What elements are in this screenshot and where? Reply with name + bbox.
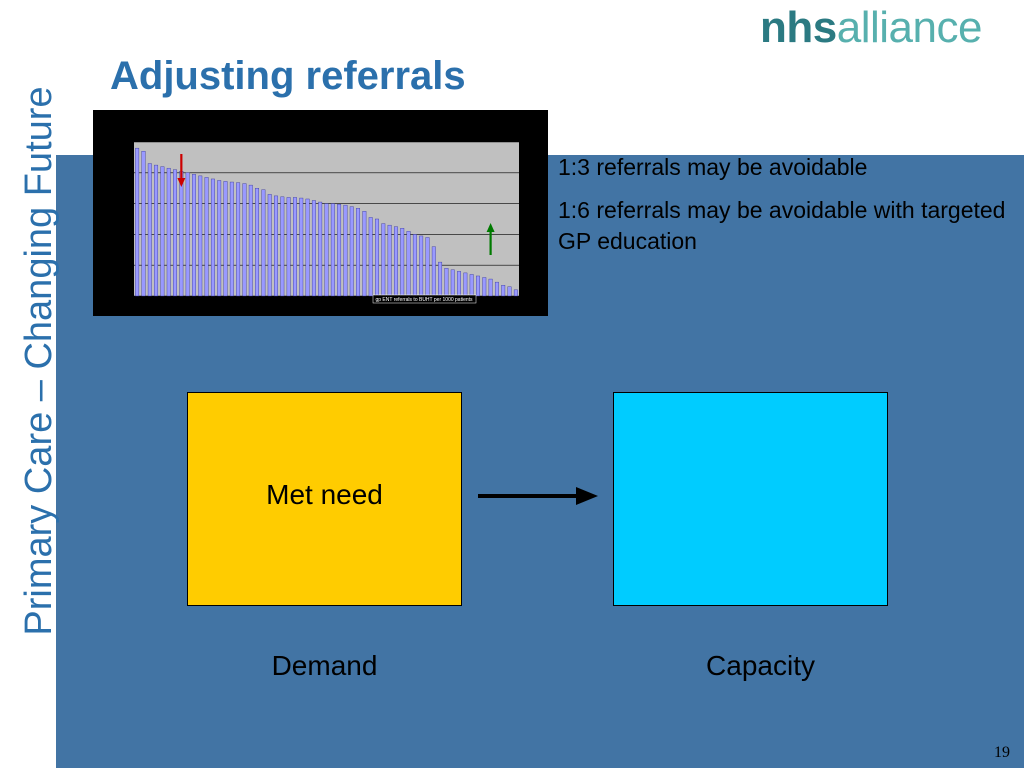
chart-bar	[400, 228, 405, 297]
chart-bar	[173, 169, 177, 297]
chart-bar	[236, 182, 241, 297]
chart-bar	[192, 174, 196, 297]
chart-bar	[293, 197, 297, 297]
referrals-bar-chart: gp ENT referrals to BUHT per 1000 patien…	[134, 141, 519, 304]
chart-bar	[450, 269, 455, 297]
chart-bar	[381, 223, 386, 297]
chart-bar	[160, 166, 165, 297]
demand-label: Demand	[271, 650, 378, 681]
chart-bar	[463, 272, 468, 297]
chart-bar	[261, 189, 266, 297]
chart-bar	[513, 289, 518, 297]
chart-bar	[419, 235, 424, 297]
chart-bar	[425, 237, 430, 297]
chart-bar	[501, 285, 506, 297]
chart-bar	[337, 204, 342, 297]
chart-bar	[305, 198, 310, 297]
chart-bar	[248, 184, 253, 297]
chart-bar	[223, 181, 228, 297]
chart-bar	[280, 196, 285, 297]
chart-bar	[318, 201, 323, 297]
down-arrow-icon	[177, 154, 186, 187]
chart-bar	[469, 274, 474, 297]
chart-bar	[444, 268, 449, 297]
chart-bar	[198, 175, 203, 297]
chart-bar	[375, 218, 379, 297]
chart-bar	[154, 164, 159, 297]
chart-bar	[135, 147, 140, 297]
chart-bar	[204, 177, 209, 297]
chart-bar	[217, 180, 222, 297]
chart-bar	[267, 194, 272, 297]
chart-bar	[299, 197, 304, 297]
chart-bar	[185, 172, 190, 297]
chart-bar	[210, 178, 215, 297]
chart-bar	[476, 275, 480, 297]
chart-bar	[286, 197, 291, 297]
chart-bar	[482, 277, 487, 297]
chart-caption: gp ENT referrals to BUHT per 1000 patien…	[375, 297, 473, 303]
met-need-box: Met need	[187, 392, 462, 606]
chart-bar	[349, 206, 354, 297]
chart-bar	[311, 200, 316, 297]
sidebar-tagline: Primary Care – Changing Future	[18, 86, 60, 636]
point-one: 1:3 referrals may be avoidable	[558, 154, 868, 180]
chart-bar	[438, 261, 443, 297]
chart-bar	[274, 195, 278, 297]
bullet-points: 1:3 referrals may be avoidable 1:6 refer…	[558, 152, 1018, 269]
chart-bar	[356, 208, 360, 297]
nhs-alliance-logo: nhsalliance	[760, 3, 982, 53]
slide-title: Adjusting referrals	[110, 54, 466, 98]
capacity-label: Capacity	[706, 650, 815, 681]
chart-bar	[229, 181, 234, 297]
chart-bar	[166, 167, 171, 297]
chart-bar	[507, 286, 512, 297]
chart-bar	[494, 281, 499, 297]
chart-bar	[141, 151, 146, 297]
chart-bar	[179, 171, 184, 297]
capacity-box	[613, 392, 888, 606]
logo-nhs-text: nhs	[760, 3, 837, 52]
chart-bar	[457, 271, 461, 297]
chart-bar	[330, 203, 335, 297]
chart-bar	[412, 234, 417, 297]
chart-bar	[362, 211, 367, 297]
chart-bar	[255, 187, 260, 297]
chart-bar	[488, 278, 493, 297]
chart-bar	[147, 163, 152, 297]
chart-bar	[406, 231, 411, 297]
met-need-label: Met need	[266, 479, 383, 510]
chart-bar	[387, 224, 392, 297]
point-two: 1:6 referrals may be avoidable with targ…	[558, 197, 1006, 254]
right-arrow-icon	[478, 487, 598, 505]
chart-bar	[242, 183, 247, 297]
logo-alliance-text: alliance	[836, 3, 983, 52]
title-bar	[104, 44, 954, 110]
chart-bar	[368, 217, 373, 297]
up-arrow-icon	[486, 223, 495, 255]
referrals-chart-frame: gp ENT referrals to BUHT per 1000 patien…	[93, 110, 548, 316]
chart-caption-box	[372, 294, 477, 304]
chart-bar	[431, 246, 436, 297]
page-number: 19	[994, 744, 1010, 761]
chart-bar	[343, 204, 348, 297]
chart-bar	[393, 226, 398, 297]
chart-bar	[324, 203, 329, 297]
